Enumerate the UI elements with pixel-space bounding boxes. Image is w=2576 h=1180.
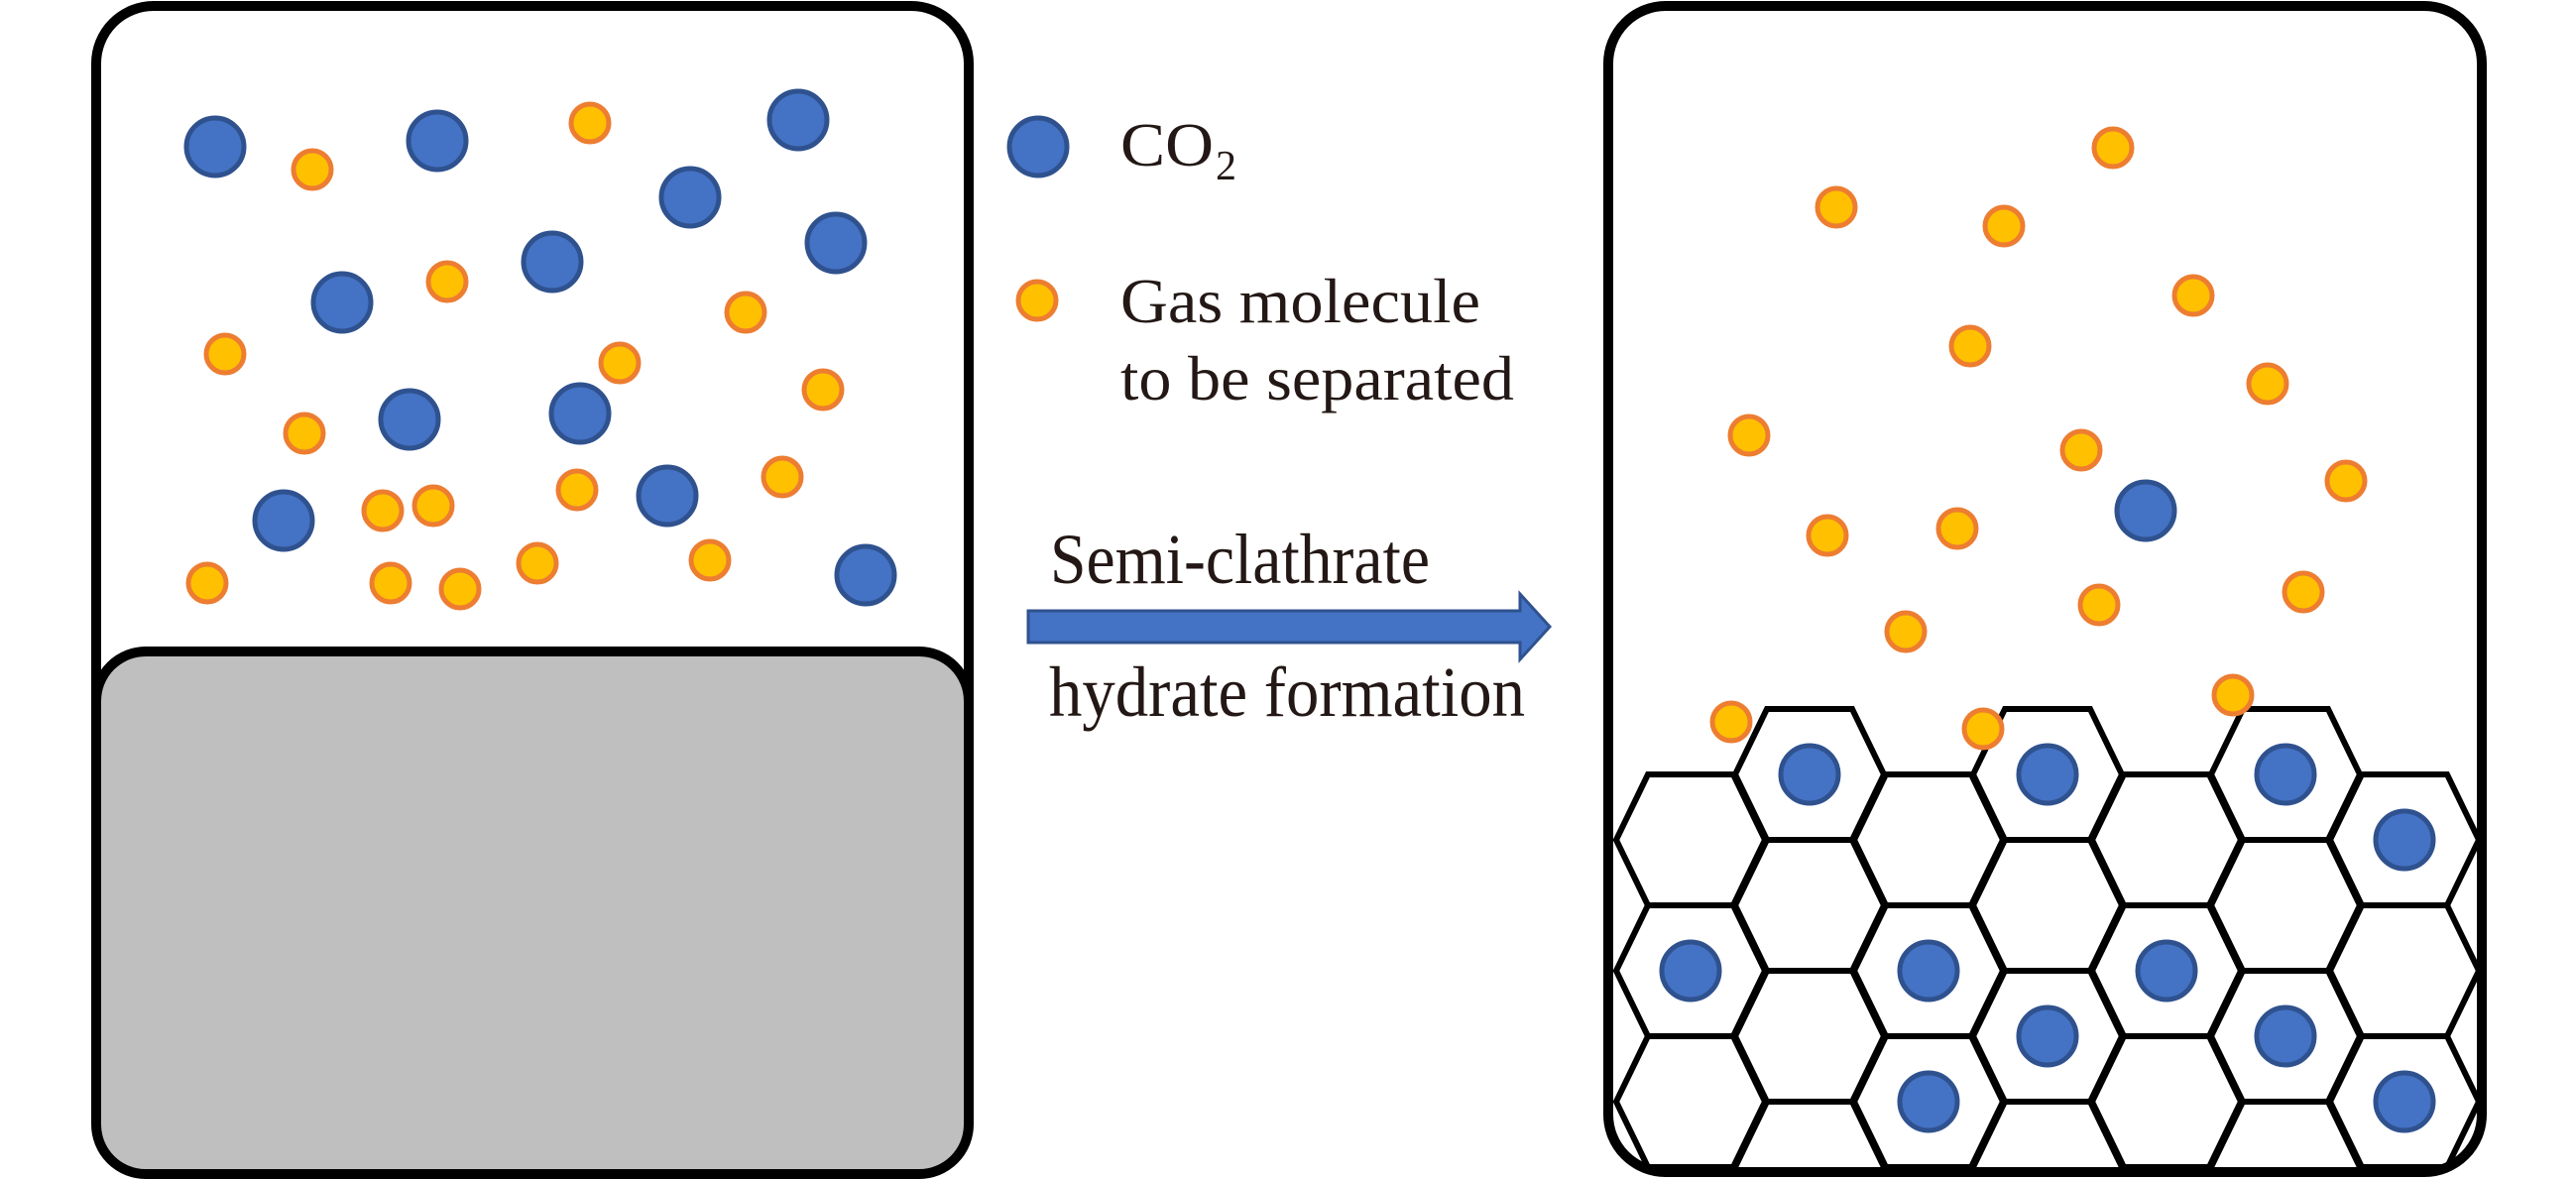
- hydrate-cage: [2326, 902, 2477, 1039]
- trapped-co2-molecule: [2254, 1004, 2317, 1068]
- co2-molecule: [378, 388, 441, 451]
- gas-molecule: [283, 412, 326, 455]
- gas-molecule: [369, 561, 412, 605]
- gas-molecule: [1935, 507, 1979, 550]
- gas-molecule: [361, 489, 405, 532]
- gas-molecule: [1961, 707, 2005, 751]
- before-panel: [91, 1, 974, 1179]
- gas-molecule: [568, 101, 612, 145]
- after-gas-molecules: [1709, 126, 2368, 751]
- co2-legend-main: CO: [1120, 112, 1214, 179]
- gas-molecule: [555, 468, 599, 512]
- gas-molecule: [2077, 583, 2121, 627]
- gas-molecule: [185, 561, 229, 605]
- gas-molecule: [1982, 204, 2026, 248]
- after-panel: [1603, 1, 2487, 1177]
- trapped-co2-molecule: [1659, 939, 1722, 1003]
- gas-molecule: [2282, 570, 2325, 614]
- co2-molecule: [310, 271, 374, 334]
- trapped-co2-molecule: [2254, 743, 2317, 806]
- co2-legend-icon: [1006, 115, 1070, 178]
- gas-molecule: [1948, 324, 1992, 368]
- gas-molecule: [1884, 610, 1928, 653]
- co2-legend-label: CO: [1120, 112, 1214, 179]
- gas-molecule: [1806, 514, 1849, 557]
- right-arrow-icon: [1026, 590, 1553, 663]
- co2-molecule: [658, 166, 722, 229]
- gas-molecule: [2091, 126, 2135, 170]
- gas-molecule: [1815, 185, 1858, 229]
- trapped-co2-molecule: [1897, 939, 1960, 1003]
- gas-legend-label-line1: Gas molecule: [1120, 266, 1480, 336]
- gas-molecule: [1727, 413, 1771, 457]
- trapped-co2-molecule: [2373, 808, 2436, 872]
- gas-molecule: [688, 538, 732, 582]
- solution-phase: [91, 647, 974, 1179]
- gas-molecule: [598, 341, 642, 385]
- process-label-line1: Semi-clathrate: [1050, 520, 1430, 599]
- co2-molecule: [834, 543, 897, 607]
- process-step: Semi-clathrate hydrate formation: [1026, 520, 1553, 732]
- trapped-co2-molecule: [2373, 1070, 2436, 1133]
- gas-molecule: [1709, 700, 1753, 744]
- gas-molecule: [761, 455, 804, 499]
- legend: CO 2 Gas molecule to be separated: [1006, 112, 1514, 413]
- co2-molecule: [183, 115, 247, 178]
- trapped-co2-molecule: [2135, 939, 2198, 1003]
- gas-molecule: [2171, 274, 2215, 317]
- co2-legend-subscript: 2: [1216, 144, 1236, 189]
- trapped-co2-molecule: [2016, 1004, 2079, 1068]
- gas-legend-label-line2: to be separated: [1120, 343, 1514, 413]
- co2-molecule: [521, 230, 584, 294]
- co2-molecule: [2114, 479, 2177, 542]
- gas-molecule: [203, 332, 247, 376]
- gas-molecule: [411, 484, 455, 528]
- before-gas-molecules: [183, 88, 897, 611]
- gas-molecule: [291, 148, 334, 191]
- co2-molecule: [548, 382, 612, 445]
- trapped-co2-molecule: [1778, 743, 1841, 806]
- process-label-line2: hydrate formation: [1049, 652, 1525, 732]
- gas-molecule: [2059, 428, 2103, 472]
- gas-molecule: [2324, 459, 2368, 503]
- co2-molecule: [406, 109, 469, 173]
- co2-molecule: [804, 211, 868, 275]
- gas-molecule: [724, 291, 767, 334]
- gas-molecule: [438, 567, 482, 611]
- gas-molecule: [2246, 362, 2289, 406]
- gas-molecule: [516, 541, 559, 585]
- gas-molecule: [425, 260, 469, 303]
- trapped-co2-molecule: [1897, 1070, 1960, 1133]
- co2-molecule: [636, 464, 699, 528]
- after-container: [1603, 1, 2487, 1177]
- trapped-co2-molecule: [2016, 743, 2079, 806]
- co2-molecule: [252, 489, 315, 552]
- hydrate-lattice: [1612, 706, 2477, 1168]
- gas-molecule: [2211, 673, 2255, 717]
- co2-molecule: [766, 88, 830, 152]
- gas-legend-icon: [1015, 279, 1059, 322]
- gas-molecule: [801, 368, 845, 412]
